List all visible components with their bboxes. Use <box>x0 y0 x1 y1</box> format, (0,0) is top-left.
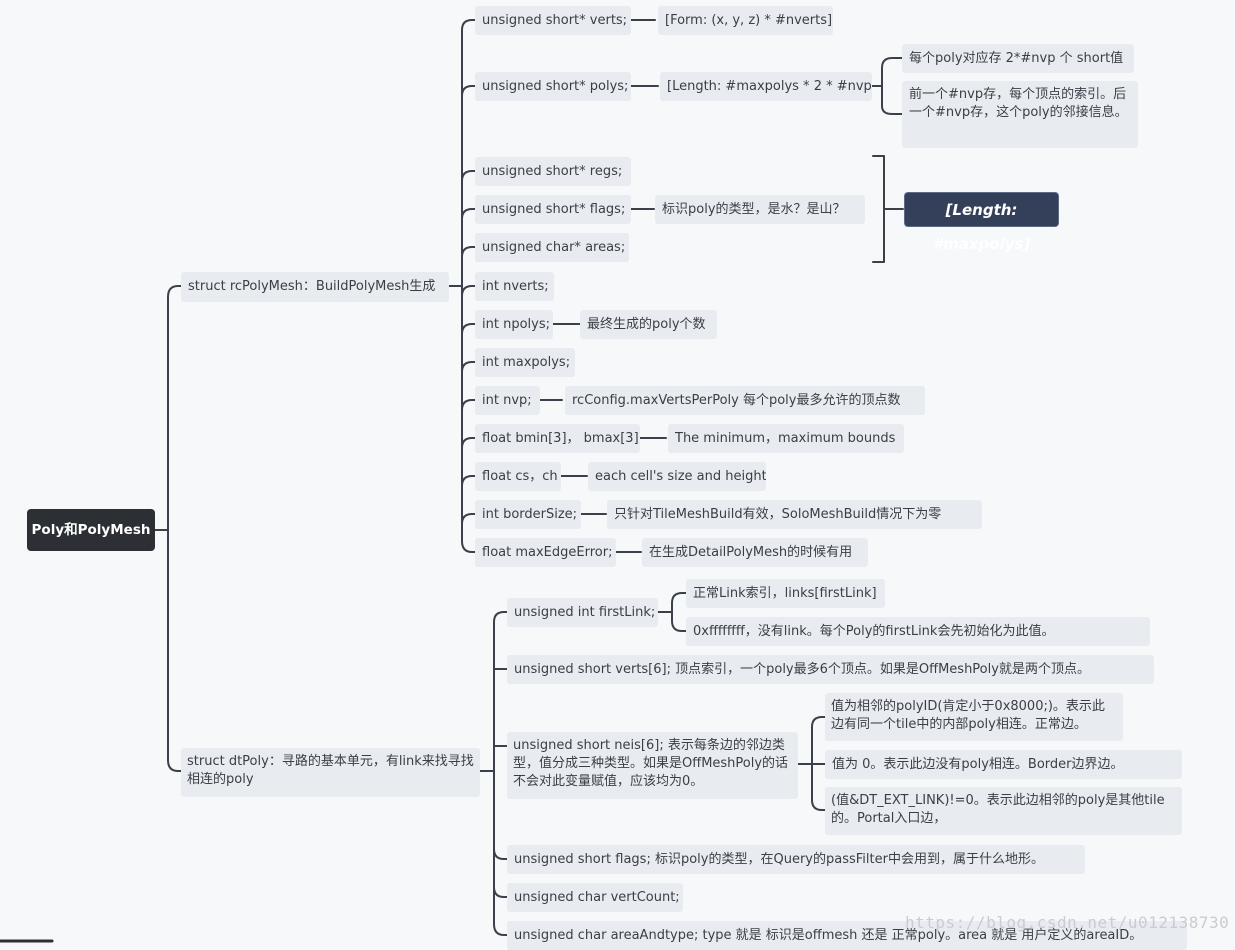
note-nvp[interactable]: rcConfig.maxVertsPerPoly 每个poly最多允许的顶点数 <box>565 386 925 415</box>
field-bordersize[interactable]: int borderSize; <box>475 500 581 529</box>
dtpoly-field-verts[interactable]: unsigned short verts[6]; 顶点索引，一个poly最多6个… <box>507 655 1154 684</box>
connector-rcpolymesh <box>443 19 476 553</box>
root-node[interactable]: Poly和PolyMesh <box>27 509 155 551</box>
dtpoly-field-vertcount[interactable]: unsigned char vertCount; <box>507 883 683 912</box>
connector-notes <box>539 19 903 553</box>
connector-root <box>154 285 182 772</box>
dtpoly-field-flags[interactable]: unsigned short flags; 标识poly的类型，在Query的p… <box>507 845 1085 874</box>
neis-detail-border[interactable]: 值为 0。表示此边没有poly相连。Border边界边。 <box>825 750 1182 779</box>
note-maxedgeerror[interactable]: 在生成DetailPolyMesh的时候有用 <box>642 538 868 567</box>
dtpoly-field-firstlink[interactable]: unsigned int firstLink; <box>507 598 658 627</box>
field-polys[interactable]: unsigned short* polys; <box>475 72 631 101</box>
field-regs[interactable]: unsigned short* regs; <box>475 157 631 186</box>
connector-firstlink <box>657 592 687 632</box>
note-verts[interactable]: [Form: (x, y, z) * #nverts] <box>658 6 833 35</box>
neis-detail-internal[interactable]: 值为相邻的polyID(肯定小于0x8000;)。表示此边有同一个tile中的内… <box>825 693 1123 741</box>
firstlink-detail-normal[interactable]: 正常Link索引，links[firstLink] <box>686 579 885 608</box>
summary-length-maxpolys[interactable]: [Length: #maxpolys] <box>904 192 1059 253</box>
field-nverts[interactable]: int nverts; <box>475 272 554 301</box>
field-npolys[interactable]: int npolys; <box>475 310 553 339</box>
field-maxedgeerror[interactable]: float maxEdgeError; <box>475 538 616 567</box>
dtpoly-field-neis[interactable]: unsigned short neis[6]; 表示每条边的邻边类型，值分成三种… <box>507 732 798 799</box>
rcpolymesh-node[interactable]: struct rcPolyMesh：BuildPolyMesh生成 <box>181 272 449 302</box>
field-bounds[interactable]: float bmin[3]， bmax[3] <box>475 424 640 453</box>
field-areas[interactable]: unsigned char* areas; <box>475 233 629 262</box>
note-cs-ch[interactable]: each cell's size and height <box>588 462 766 491</box>
firstlink-detail-none[interactable]: 0xffffffff，没有link。每个Poly的firstLink会先初始化为… <box>686 617 1150 646</box>
neis-detail-portal[interactable]: (值&DT_EXT_LINK)!=0。表示此边相邻的poly是其他tile的。P… <box>825 787 1182 835</box>
polys-detail-layout[interactable]: 前一个#nvp存，每个顶点的索引。后一个#nvp存，这个poly的邻接信息。 <box>902 81 1138 148</box>
connector-dtpoly <box>479 611 508 936</box>
connector-neis <box>797 716 826 811</box>
note-npolys[interactable]: 最终生成的poly个数 <box>580 310 717 339</box>
note-polys[interactable]: [Length: #maxpolys * 2 * #nvp] <box>660 72 872 101</box>
polys-detail-count[interactable]: 每个poly对应存 2*#nvp 个 short值 <box>902 44 1134 73</box>
summary-bracket <box>872 155 904 263</box>
field-nvp[interactable]: int nvp; <box>475 386 540 415</box>
field-verts[interactable]: unsigned short* verts; <box>475 6 631 35</box>
watermark-text: https://blog.csdn.net/u012138730 <box>905 913 1230 932</box>
field-cs-ch[interactable]: float cs，ch <box>475 462 561 491</box>
note-flags[interactable]: 标识poly的类型，是水？是山？ <box>655 195 865 224</box>
field-maxpolys[interactable]: int maxpolys; <box>475 348 575 377</box>
note-bounds[interactable]: The minimum，maximum bounds <box>668 424 904 453</box>
field-flags[interactable]: unsigned short* flags; <box>475 195 631 224</box>
dtpoly-node[interactable]: struct dtPoly：寻路的基本单元，有link来找寻找相连的poly <box>181 748 480 797</box>
note-bordersize[interactable]: 只针对TileMeshBuild有效，SoloMeshBuild情况下为零 <box>607 500 982 529</box>
